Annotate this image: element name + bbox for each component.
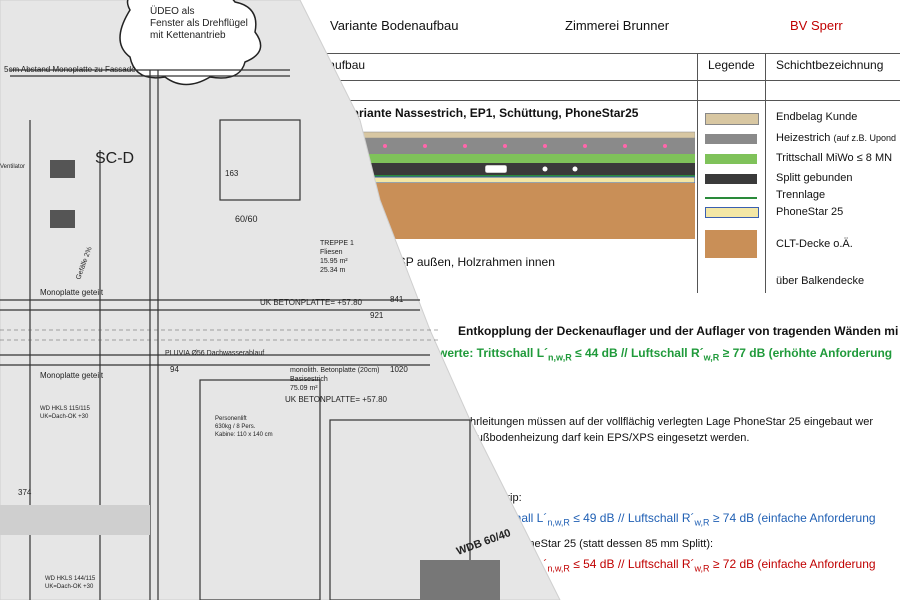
personen-label-3: Kabine: 110 x 140 cm — [215, 432, 273, 438]
wd-label-1: WD HKLS 115/115 — [40, 406, 90, 412]
swatch-clt — [705, 230, 757, 258]
table-col-main: enaufbau — [315, 58, 366, 72]
table-header-line — [310, 80, 900, 81]
monoplatte-label: Monoplatte geteilt — [40, 288, 104, 297]
dim-163: 163 — [225, 169, 239, 178]
uk-beton-label-2: UK BETONPLATTE= +57.80 — [285, 395, 388, 404]
cloud-text-1: ÜDEO als — [150, 5, 194, 17]
cloud-bubble — [119, 0, 262, 86]
header-company: Zimmerei Brunner — [565, 18, 670, 33]
swatch-endbelag — [705, 113, 759, 125]
pipe-note-2: Fußbodenheizung darf kein EPS/XPS einges… — [470, 432, 750, 444]
blue-requirement: ttschall L´n,w,R ≤ 49 dB // Luftschall R… — [496, 511, 876, 528]
dim-374: 374 — [18, 488, 32, 497]
personen-label-1: Personenlift — [215, 416, 247, 422]
table-col-line-1 — [697, 53, 698, 293]
wd-label-2: UK=Dach-OK +30 — [40, 414, 89, 420]
mono-beton-label-1: monolith. Betonplatte (20cm) — [290, 367, 380, 374]
gefaelle-label: Gefälle 2% — [75, 246, 93, 281]
legend-label-2: Trittschall MiWo ≤ 8 MN — [776, 152, 893, 164]
treppe-label-4: 25.34 m — [320, 267, 345, 274]
table-col-legend: Legende — [708, 58, 755, 72]
legend-label-5: PhoneStar 25 — [776, 206, 844, 218]
strip-label: Strip: — [496, 492, 522, 504]
swatch-heizestrich — [705, 134, 757, 144]
red-requirement: ttschall L´n,w,R ≤ 54 dB // Luftschall R… — [496, 557, 876, 574]
uk-beton-label: UK BETONPLATTE= +57.80 — [260, 298, 363, 307]
pipe-note-1: hrleitungen müssen auf der vollflächig v… — [470, 416, 873, 428]
swatch-phonestar — [705, 207, 759, 218]
swatch-trittschall — [705, 154, 757, 164]
legend-label-1: Heizestrich (auf z.B. Upond — [776, 132, 897, 144]
legend-label-3: Splitt gebunden — [776, 172, 853, 184]
legend-label-6: CLT-Decke o.Ä. — [776, 238, 853, 250]
walls-note: Wände: BSP außen, Holzrahmen innen — [345, 255, 555, 269]
decoupling-text: Entkopplung der Deckenauflager und der A… — [458, 324, 899, 338]
dim-6060: 60/60 — [235, 214, 258, 224]
swatch-splitt — [705, 174, 757, 184]
dim-94: 94 — [170, 365, 179, 374]
venti-label: Ventilator — [0, 164, 25, 170]
table-col-layers: Schichtbezeichnung — [776, 58, 884, 72]
table-row-line — [330, 100, 900, 101]
legend-label-4: Trennlage — [776, 189, 826, 201]
floor-buildup-diagram — [345, 131, 695, 239]
header-project: BV Sperr — [790, 18, 843, 33]
wd-label-3: WD HKLS 144/115 — [45, 576, 96, 582]
mono-beton-label-2: Basisestrich — [290, 376, 328, 383]
dim-841: 841 — [390, 295, 404, 304]
cloud-text-2: Fenster als Drehflügel — [150, 18, 248, 29]
treppe-label-2: Fliesen — [320, 249, 343, 256]
scd-label: SC-D — [95, 150, 134, 167]
pluvia-label: PLUVIA Ø56 Dachwasserablauf — [165, 350, 264, 357]
table-col-line-2 — [765, 53, 766, 293]
legend-label-0: Endbelag Kunde — [776, 111, 858, 123]
green-requirement: werte: Trittschall L´n,w,R ≤ 44 dB // Lu… — [438, 346, 893, 363]
wd-label-4: UK=Dach-OK +30 — [45, 584, 94, 590]
cloud-text-3: mit Kettenantrieb — [150, 30, 226, 41]
personen-label-2: 630kg / 8 Pers. — [215, 424, 256, 430]
section-title: Variante Nassestrich, EP1, Schüttung, Ph… — [345, 106, 639, 120]
swatch-trennlage — [705, 197, 757, 199]
legend-label-7: über Balkendecke — [776, 275, 865, 287]
table-top-line — [310, 53, 900, 54]
abstand-label: 5cm Abstand Monoplatte zu Fassade — [4, 65, 136, 74]
monoplatte-label-2: Monoplatte geteilt — [40, 371, 104, 380]
phonestar-alt: er PhoneStar 25 (statt dessen 85 mm Spli… — [496, 538, 714, 550]
dim-1020: 1020 — [390, 365, 408, 374]
mono-beton-label-3: 75.09 m² — [290, 385, 318, 392]
header-variant: Variante Bodenaufbau — [330, 18, 459, 33]
dim-921: 921 — [370, 311, 384, 320]
